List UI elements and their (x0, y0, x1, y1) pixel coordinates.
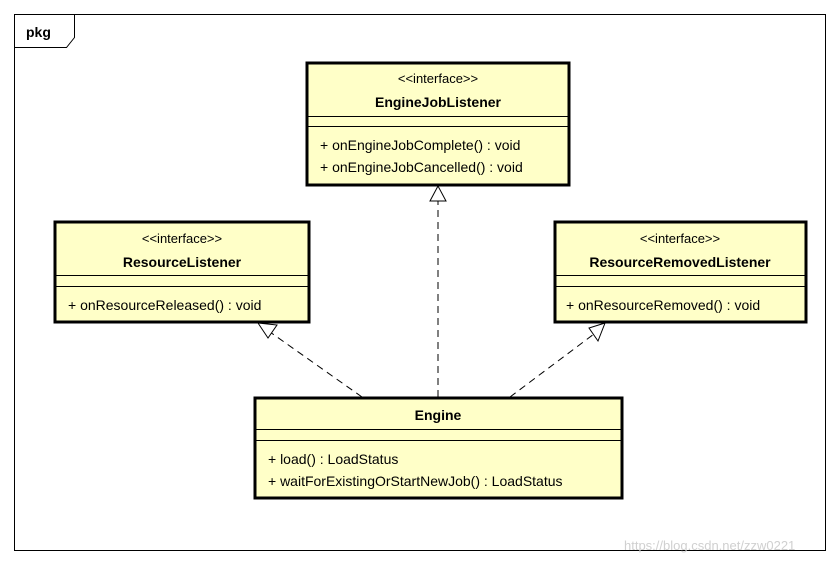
class-operation: + onResourceReleased() : void (68, 297, 261, 313)
package-label: pkg (26, 24, 51, 40)
class-stereotype: <<interface>> (142, 231, 222, 246)
class-engine[interactable]: Engine + load() : LoadStatus + waitForEx… (253, 396, 624, 500)
class-name: Engine (415, 407, 462, 423)
class-name: ResourceListener (123, 254, 242, 270)
realization-engine-to-resourcelistener (256, 322, 363, 398)
class-enginejoblistener[interactable]: <<interface>> EngineJobListener + onEngi… (305, 61, 571, 187)
realization-arrowhead (588, 322, 606, 343)
class-resourcelistener[interactable]: <<interface>> ResourceListener + onResou… (53, 220, 311, 324)
watermark-text: https://blog.csdn.net/zzw0221 (624, 538, 795, 553)
class-stereotype: <<interface>> (398, 71, 478, 86)
package-tab (14, 14, 75, 48)
class-operation: + onResourceRemoved() : void (566, 297, 760, 313)
realization-engine-to-resourceremovedlistener (509, 322, 606, 398)
class-operation: + waitForExistingOrStartNewJob() : LoadS… (268, 473, 563, 489)
realization-arrowhead (429, 184, 447, 202)
class-resourceremovedlistener[interactable]: <<interface>> ResourceRemovedListener + … (553, 220, 808, 324)
realization-engine-to-enginejoblistener (429, 184, 447, 397)
class-name: ResourceRemovedListener (589, 254, 771, 270)
realization-arrowhead (256, 322, 278, 339)
class-operation: + onEngineJobComplete() : void (320, 137, 520, 153)
class-name: EngineJobListener (375, 94, 502, 110)
class-operation: + load() : LoadStatus (268, 451, 398, 467)
class-operation: + onEngineJobCancelled() : void (320, 159, 523, 175)
class-stereotype: <<interface>> (640, 231, 720, 246)
